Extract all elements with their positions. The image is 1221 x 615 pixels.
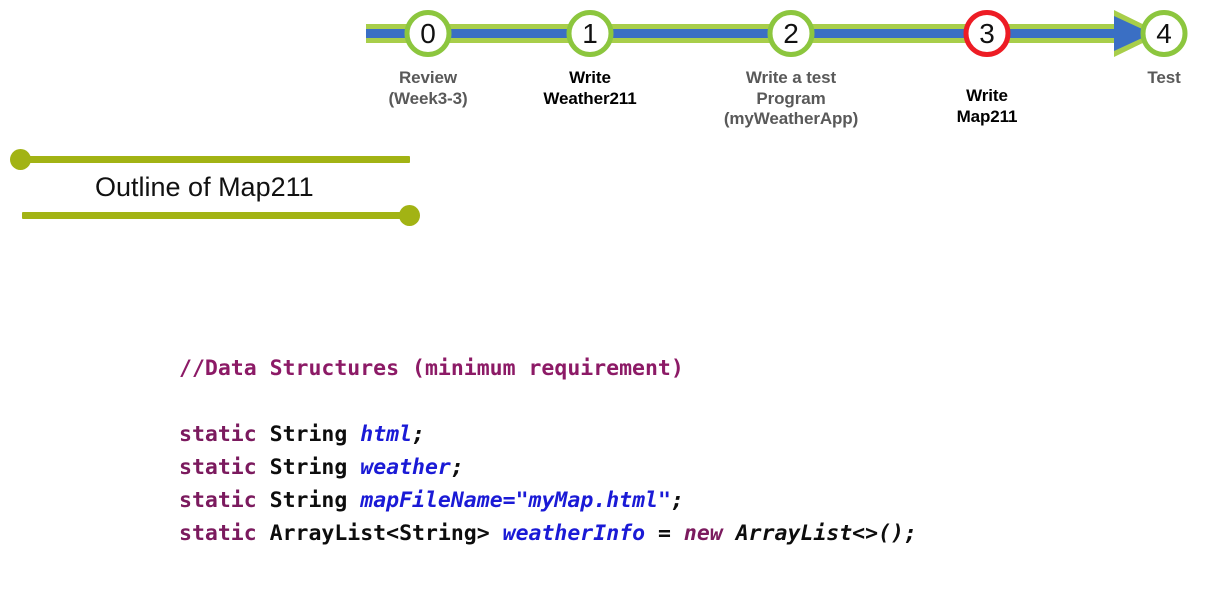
decorative-dot-left <box>10 149 31 170</box>
timeline-marker-number-1: 1 <box>582 18 598 49</box>
code-keyword-static-3: static <box>179 488 257 513</box>
timeline-step-label-1-line-0: Write <box>569 68 611 87</box>
code-snippet: //Data Structures (minimum requirement) … <box>179 352 917 550</box>
timeline-step-label-3-line-0: Write <box>966 86 1008 105</box>
timeline-graphic: 0 1 2 3 4 <box>366 10 1188 57</box>
code-keyword-new: new <box>683 521 723 546</box>
timeline-step-label-3-line-1: Map211 <box>956 106 1018 126</box>
code-operator-equals-2: = <box>657 521 671 546</box>
code-var-html: html <box>360 422 413 447</box>
timeline-step-label-1: Write Weather211 <box>505 68 675 109</box>
code-keyword-static-1: static <box>179 422 257 447</box>
code-semicolon-1: ; <box>412 422 425 447</box>
decorative-dot-right <box>399 205 420 226</box>
timeline-marker-number-0: 0 <box>420 18 436 49</box>
timeline-step-label-0: Review (Week3-3) <box>348 68 508 109</box>
timeline-step-label-2-line-1: Program <box>756 88 826 108</box>
code-semicolon-3: ; <box>670 488 684 513</box>
code-semicolon-2: ; <box>450 455 464 480</box>
timeline-step-label-0-line-1: (Week3-3) <box>388 88 468 108</box>
code-comment-line: //Data Structures (minimum requirement) <box>179 356 684 381</box>
code-type-arraylist-diamond: ArrayList<>(); <box>735 521 917 546</box>
code-operator-equals-1: = <box>502 488 516 513</box>
code-var-weatherinfo: weatherInfo <box>502 521 646 546</box>
timeline-step-label-4: Test <box>1104 68 1221 89</box>
code-keyword-static-2: static <box>179 455 257 480</box>
code-type-string-1: String <box>269 422 348 447</box>
timeline-marker-2 <box>767 10 815 57</box>
code-var-weather: weather <box>360 455 451 480</box>
timeline-marker-0 <box>404 10 452 57</box>
timeline-step-label-0-line-0: Review <box>399 68 457 87</box>
timeline-marker-1 <box>566 10 614 57</box>
timeline-marker-number-4: 4 <box>1156 18 1172 49</box>
slide-title: Outline of Map211 <box>95 172 314 202</box>
code-keyword-static-4: static <box>179 521 257 546</box>
code-type-arraylist-string: ArrayList<String> <box>269 521 490 546</box>
timeline-step-label-1-line-1: Weather211 <box>543 88 637 108</box>
timeline-marker-number-3: 3 <box>979 18 995 49</box>
timeline-step-label-4-line-0: Test <box>1147 68 1181 87</box>
code-var-mapfilename: mapFileName <box>360 488 503 513</box>
code-type-string-2: String <box>269 455 348 480</box>
timeline-step-label-3: Write Map211 <box>907 86 1067 127</box>
decorative-rule-top <box>22 156 410 163</box>
code-string-mymap: "myMap.html" <box>515 488 671 513</box>
decorative-rule-bottom <box>22 212 410 219</box>
timeline-arrow-head-fill <box>1114 16 1152 51</box>
timeline-step-label-2-line-0: Write a test <box>745 68 837 87</box>
timeline-marker-3 <box>963 10 1011 57</box>
code-type-string-3: String <box>269 488 348 513</box>
timeline-bar-blue-fill <box>366 29 1166 38</box>
code-blank-line <box>179 385 917 418</box>
process-timeline: 0 1 2 3 4 Review (Week3-3) Write Weather… <box>0 0 1221 160</box>
timeline-marker-number-2: 2 <box>783 18 799 49</box>
timeline-step-label-2: Write a test Program (myWeatherApp) <box>701 68 881 130</box>
timeline-marker-4 <box>1140 10 1188 57</box>
timeline-step-label-2-line-2: (myWeatherApp) <box>723 109 859 129</box>
